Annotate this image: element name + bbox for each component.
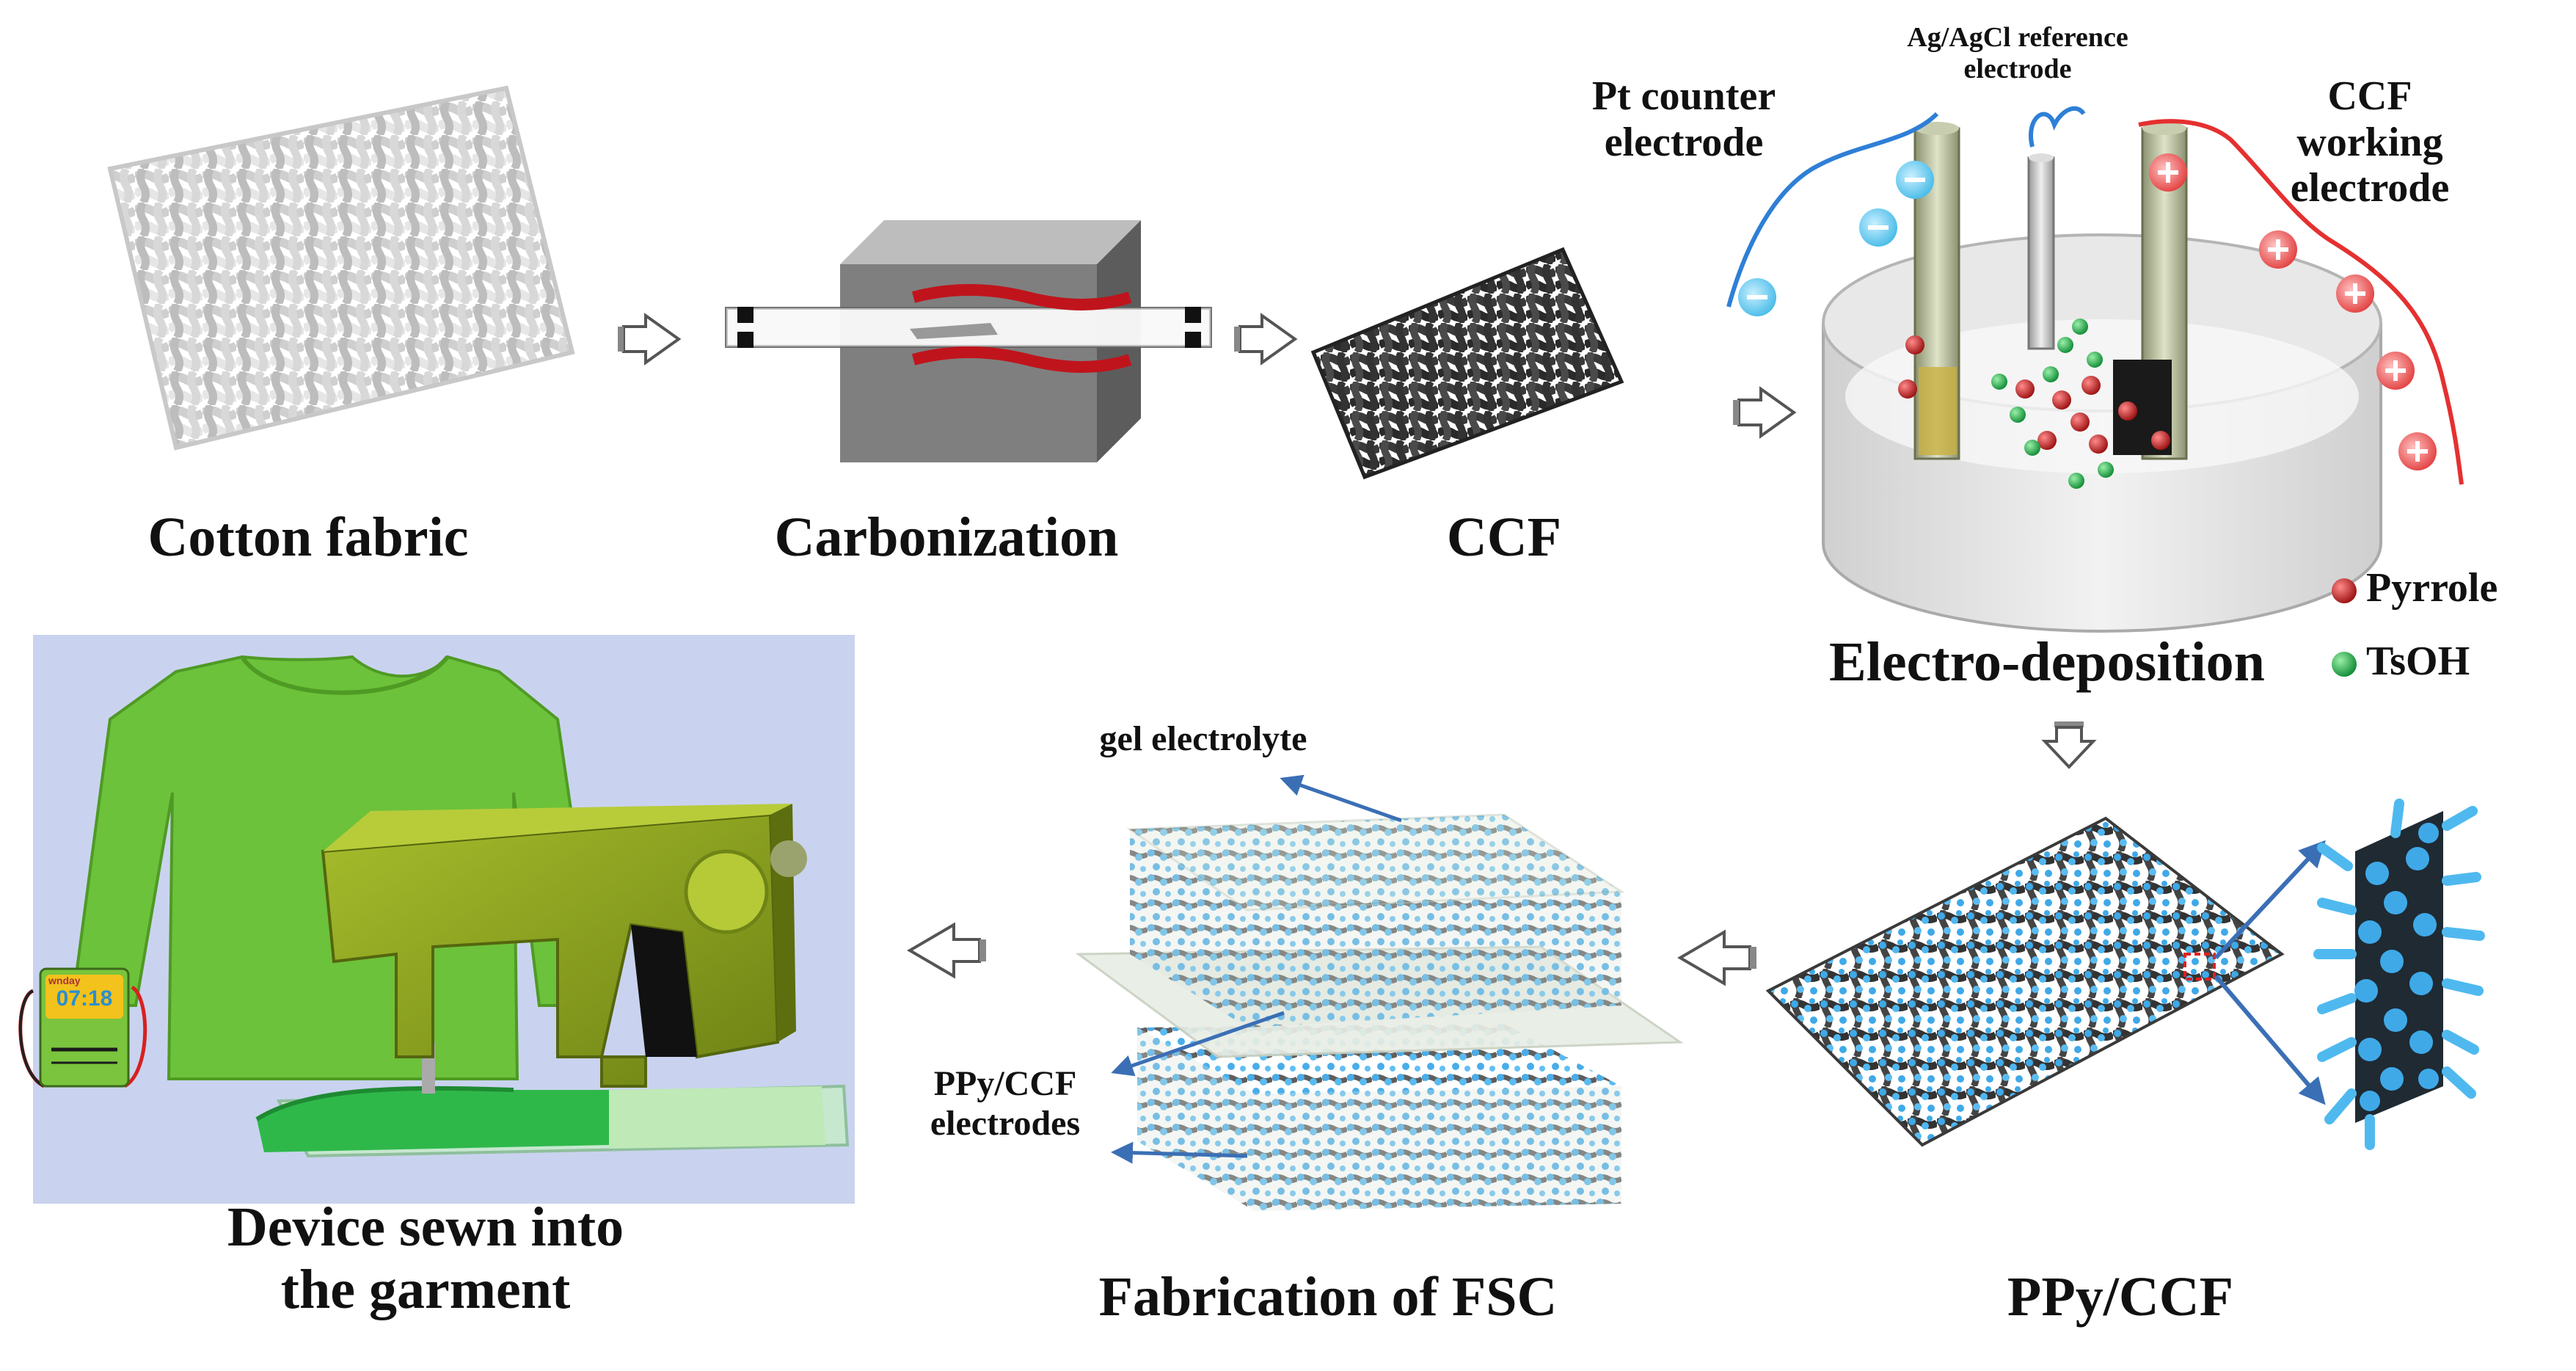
pyrrole-legend-marker xyxy=(2332,578,2357,603)
wrist-device xyxy=(18,967,147,1088)
ccf-label-line3: electrode xyxy=(2290,165,2450,211)
ref-label-line1: Ag/AgCl reference xyxy=(1907,22,2128,53)
process-arrow-down xyxy=(2041,721,2097,769)
ppy-ccf-illustration xyxy=(1765,816,2326,1147)
tsoh-legend-marker xyxy=(2332,652,2357,677)
gel-electrolyte-label: gel electrolyte xyxy=(1099,719,1307,758)
watch-day-text: wnday xyxy=(48,975,81,986)
cotton-fabric-illustration xyxy=(107,85,575,451)
step-label-device: Device sewn into the garment xyxy=(125,1196,726,1321)
sewing-machine xyxy=(255,804,850,1158)
step-label-ppy-ccf: PPy/CCF xyxy=(2007,1266,2234,1328)
ppy-fiber-zoom xyxy=(2313,799,2485,1150)
fsc-device-illustration xyxy=(1075,774,1684,1211)
step-label-electrodeposition: Electro-deposition xyxy=(1829,631,2265,693)
watch-time-text: 07:18 xyxy=(56,986,113,1011)
ccf-working-electrode-label: CCF working electrode xyxy=(2282,73,2458,211)
device-label-line2: the garment xyxy=(280,1259,571,1321)
legend-tsoh-label: TsOH xyxy=(2366,639,2470,684)
ccf-label-line1: CCF xyxy=(2327,73,2412,119)
pt-counter-electrode-label: Pt counter electrode xyxy=(1563,73,1805,165)
ccf-label-line2: working xyxy=(2296,119,2443,165)
pt-label-line1: Pt counter xyxy=(1591,73,1776,119)
step-label-carbonization: Carbonization xyxy=(774,506,1119,568)
reference-electrode-label: Ag/AgCl reference electrode xyxy=(1864,22,2172,84)
pt-label-line2: electrode xyxy=(1604,119,1764,165)
process-arrow-1 xyxy=(618,313,682,366)
process-arrow-left-1 xyxy=(1677,929,1756,986)
ppy-ccf-electrodes-label: PPy/CCF electrodes xyxy=(880,1064,1130,1143)
process-arrow-2 xyxy=(1234,313,1298,366)
garment-scene xyxy=(18,635,855,1204)
step-label-ccf: CCF xyxy=(1446,506,1562,568)
furnace-illustration xyxy=(725,220,1212,462)
tsoh-molecules xyxy=(1991,319,2114,489)
ccf-fabric-illustration xyxy=(1310,247,1624,480)
positive-ions xyxy=(2149,153,2437,470)
pyrrole-molecules xyxy=(1898,335,2170,454)
step-label-cotton-fabric: Cotton fabric xyxy=(147,506,469,568)
step-label-fabrication: Fabrication of FSC xyxy=(1098,1266,1558,1328)
fsc-electrode-line1: PPy/CCF xyxy=(933,1064,1077,1103)
process-arrow-left-2 xyxy=(907,922,986,979)
process-arrow-3 xyxy=(1733,386,1797,439)
device-label-line1: Device sewn into xyxy=(227,1196,624,1258)
negative-ions xyxy=(1738,161,1934,316)
legend-pyrrole-label: Pyrrole xyxy=(2366,565,2498,611)
ref-label-line2: electrode xyxy=(1963,53,2072,84)
fsc-electrode-line2: electrodes xyxy=(930,1103,1081,1143)
